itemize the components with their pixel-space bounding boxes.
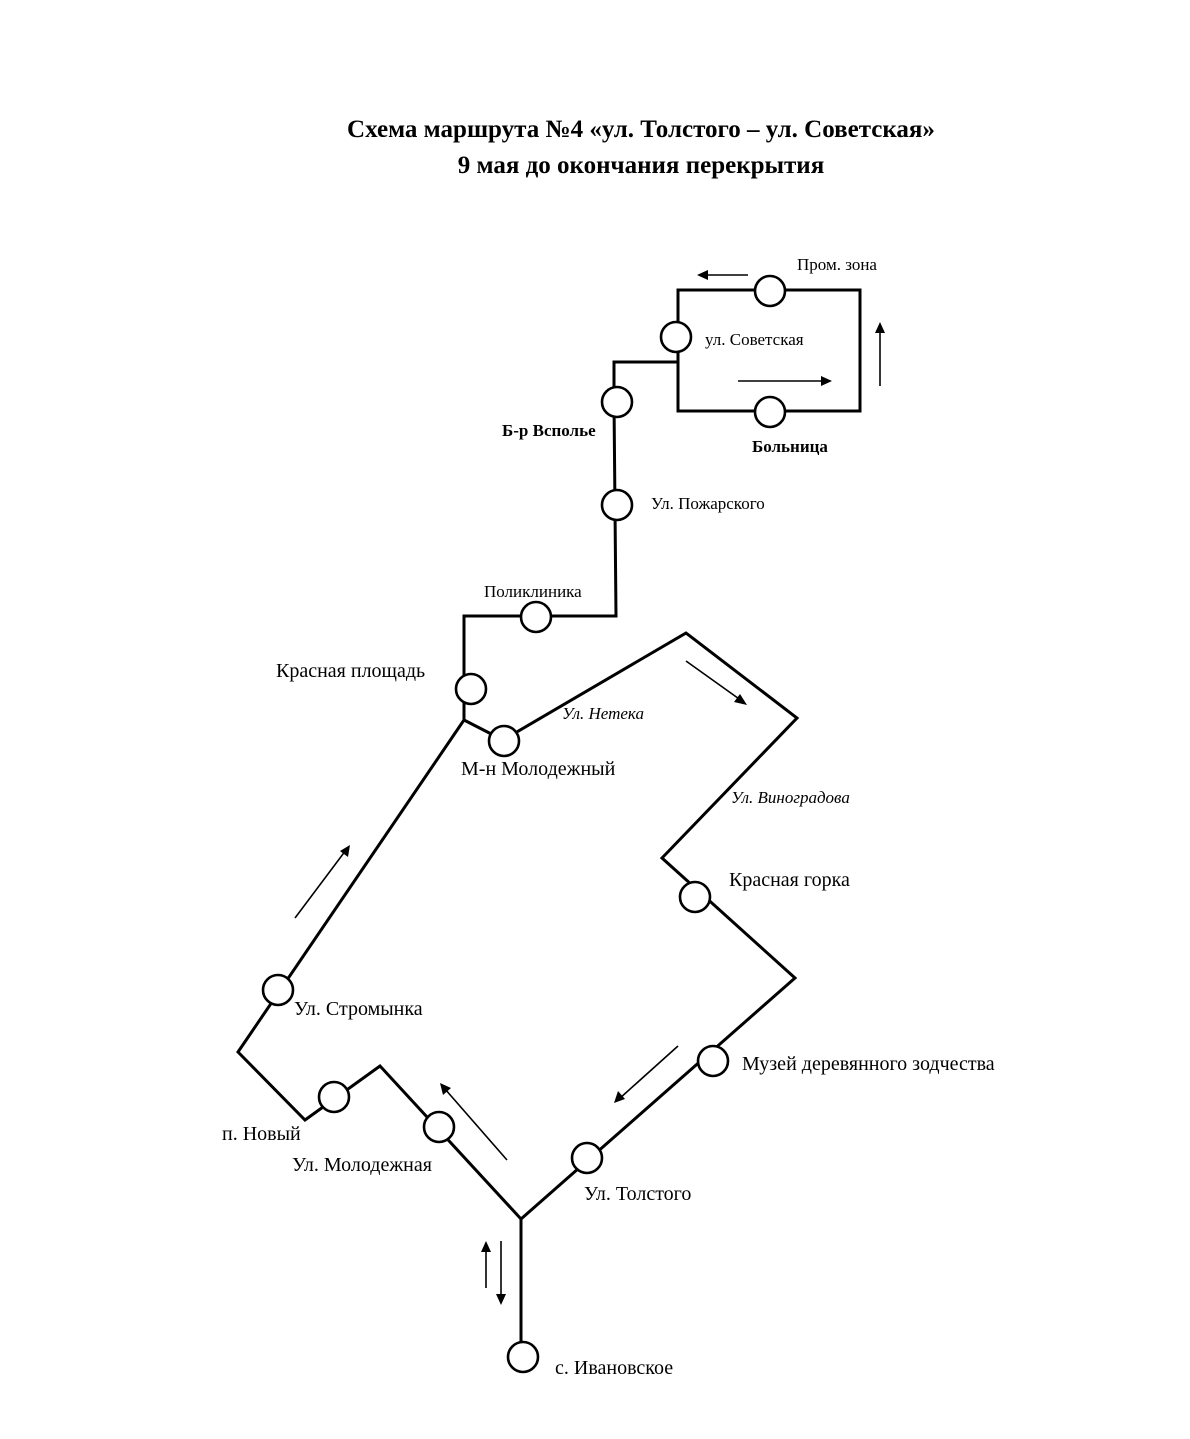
stop-ivanovskoye bbox=[506, 1340, 540, 1374]
stop-poliklinika bbox=[519, 600, 553, 634]
label-krasnaya-gorka: Красная горка bbox=[729, 869, 850, 891]
stop-pozharskogo bbox=[600, 488, 634, 522]
stop-stromynka bbox=[261, 973, 295, 1007]
label-krasnaya-ploshchad: Красная площадь bbox=[276, 660, 425, 682]
arrow-down-small-icon bbox=[496, 1241, 506, 1305]
arrow-northwest-icon bbox=[440, 1083, 508, 1161]
label-street-neteka: Ул. Нетека bbox=[562, 704, 644, 723]
label-bolnitsa: Больница bbox=[752, 437, 828, 456]
label-molodezhny-mkr: М-н Молодежный bbox=[461, 758, 616, 780]
label-pozharskogo: Ул. Пожарского bbox=[651, 494, 765, 513]
arrow-southwest-icon bbox=[614, 1045, 679, 1103]
route-line-trunk bbox=[462, 401, 618, 720]
arrow-northeast-icon bbox=[294, 845, 350, 919]
arrow-west-icon bbox=[697, 270, 748, 280]
label-muzey: Музей деревянного зодчества bbox=[742, 1053, 995, 1075]
label-molodezhnaya: Ул. Молодежная bbox=[292, 1154, 432, 1176]
stop-krasnaya-gorka bbox=[678, 880, 712, 914]
label-poliklinika: Поликлиника bbox=[484, 582, 582, 601]
stop-vspolye bbox=[600, 385, 634, 419]
label-tolstogo: Ул. Толстого bbox=[584, 1183, 691, 1205]
stop-novy bbox=[317, 1080, 351, 1114]
label-ivanovskoye: с. Ивановское bbox=[555, 1357, 673, 1379]
arrow-southeast-icon bbox=[685, 660, 747, 705]
stop-bolnitsa bbox=[753, 395, 787, 429]
stop-muzey bbox=[696, 1044, 730, 1078]
label-street-vinogradova: Ул. Виноградова bbox=[731, 788, 850, 807]
label-vspolye: Б-р Всполье bbox=[502, 421, 596, 440]
stop-molodezhny-mkr bbox=[487, 724, 521, 758]
label-sovetskaya: ул. Советская bbox=[705, 330, 804, 349]
stop-molodezhnaya bbox=[422, 1110, 456, 1144]
label-prom-zona: Пром. зона bbox=[797, 255, 877, 274]
stop-sovetskaya bbox=[659, 320, 693, 354]
map-subtitle: 9 мая до окончания перекрытия bbox=[457, 152, 825, 179]
arrow-east-icon bbox=[738, 376, 832, 386]
stop-krasnaya-ploshchad bbox=[454, 672, 488, 706]
route-line-top-loop bbox=[676, 288, 862, 413]
label-stromynka: Ул. Стромынка bbox=[294, 998, 423, 1020]
map-title: Схема маршрута №4 «ул. Толстого – ул. Со… bbox=[347, 116, 935, 143]
stop-tolstogo bbox=[570, 1141, 604, 1175]
label-novy: п. Новый bbox=[222, 1123, 301, 1145]
arrow-up-icon bbox=[875, 322, 885, 386]
arrow-up-small-icon bbox=[481, 1241, 491, 1288]
stop-prom-zona bbox=[753, 274, 787, 308]
